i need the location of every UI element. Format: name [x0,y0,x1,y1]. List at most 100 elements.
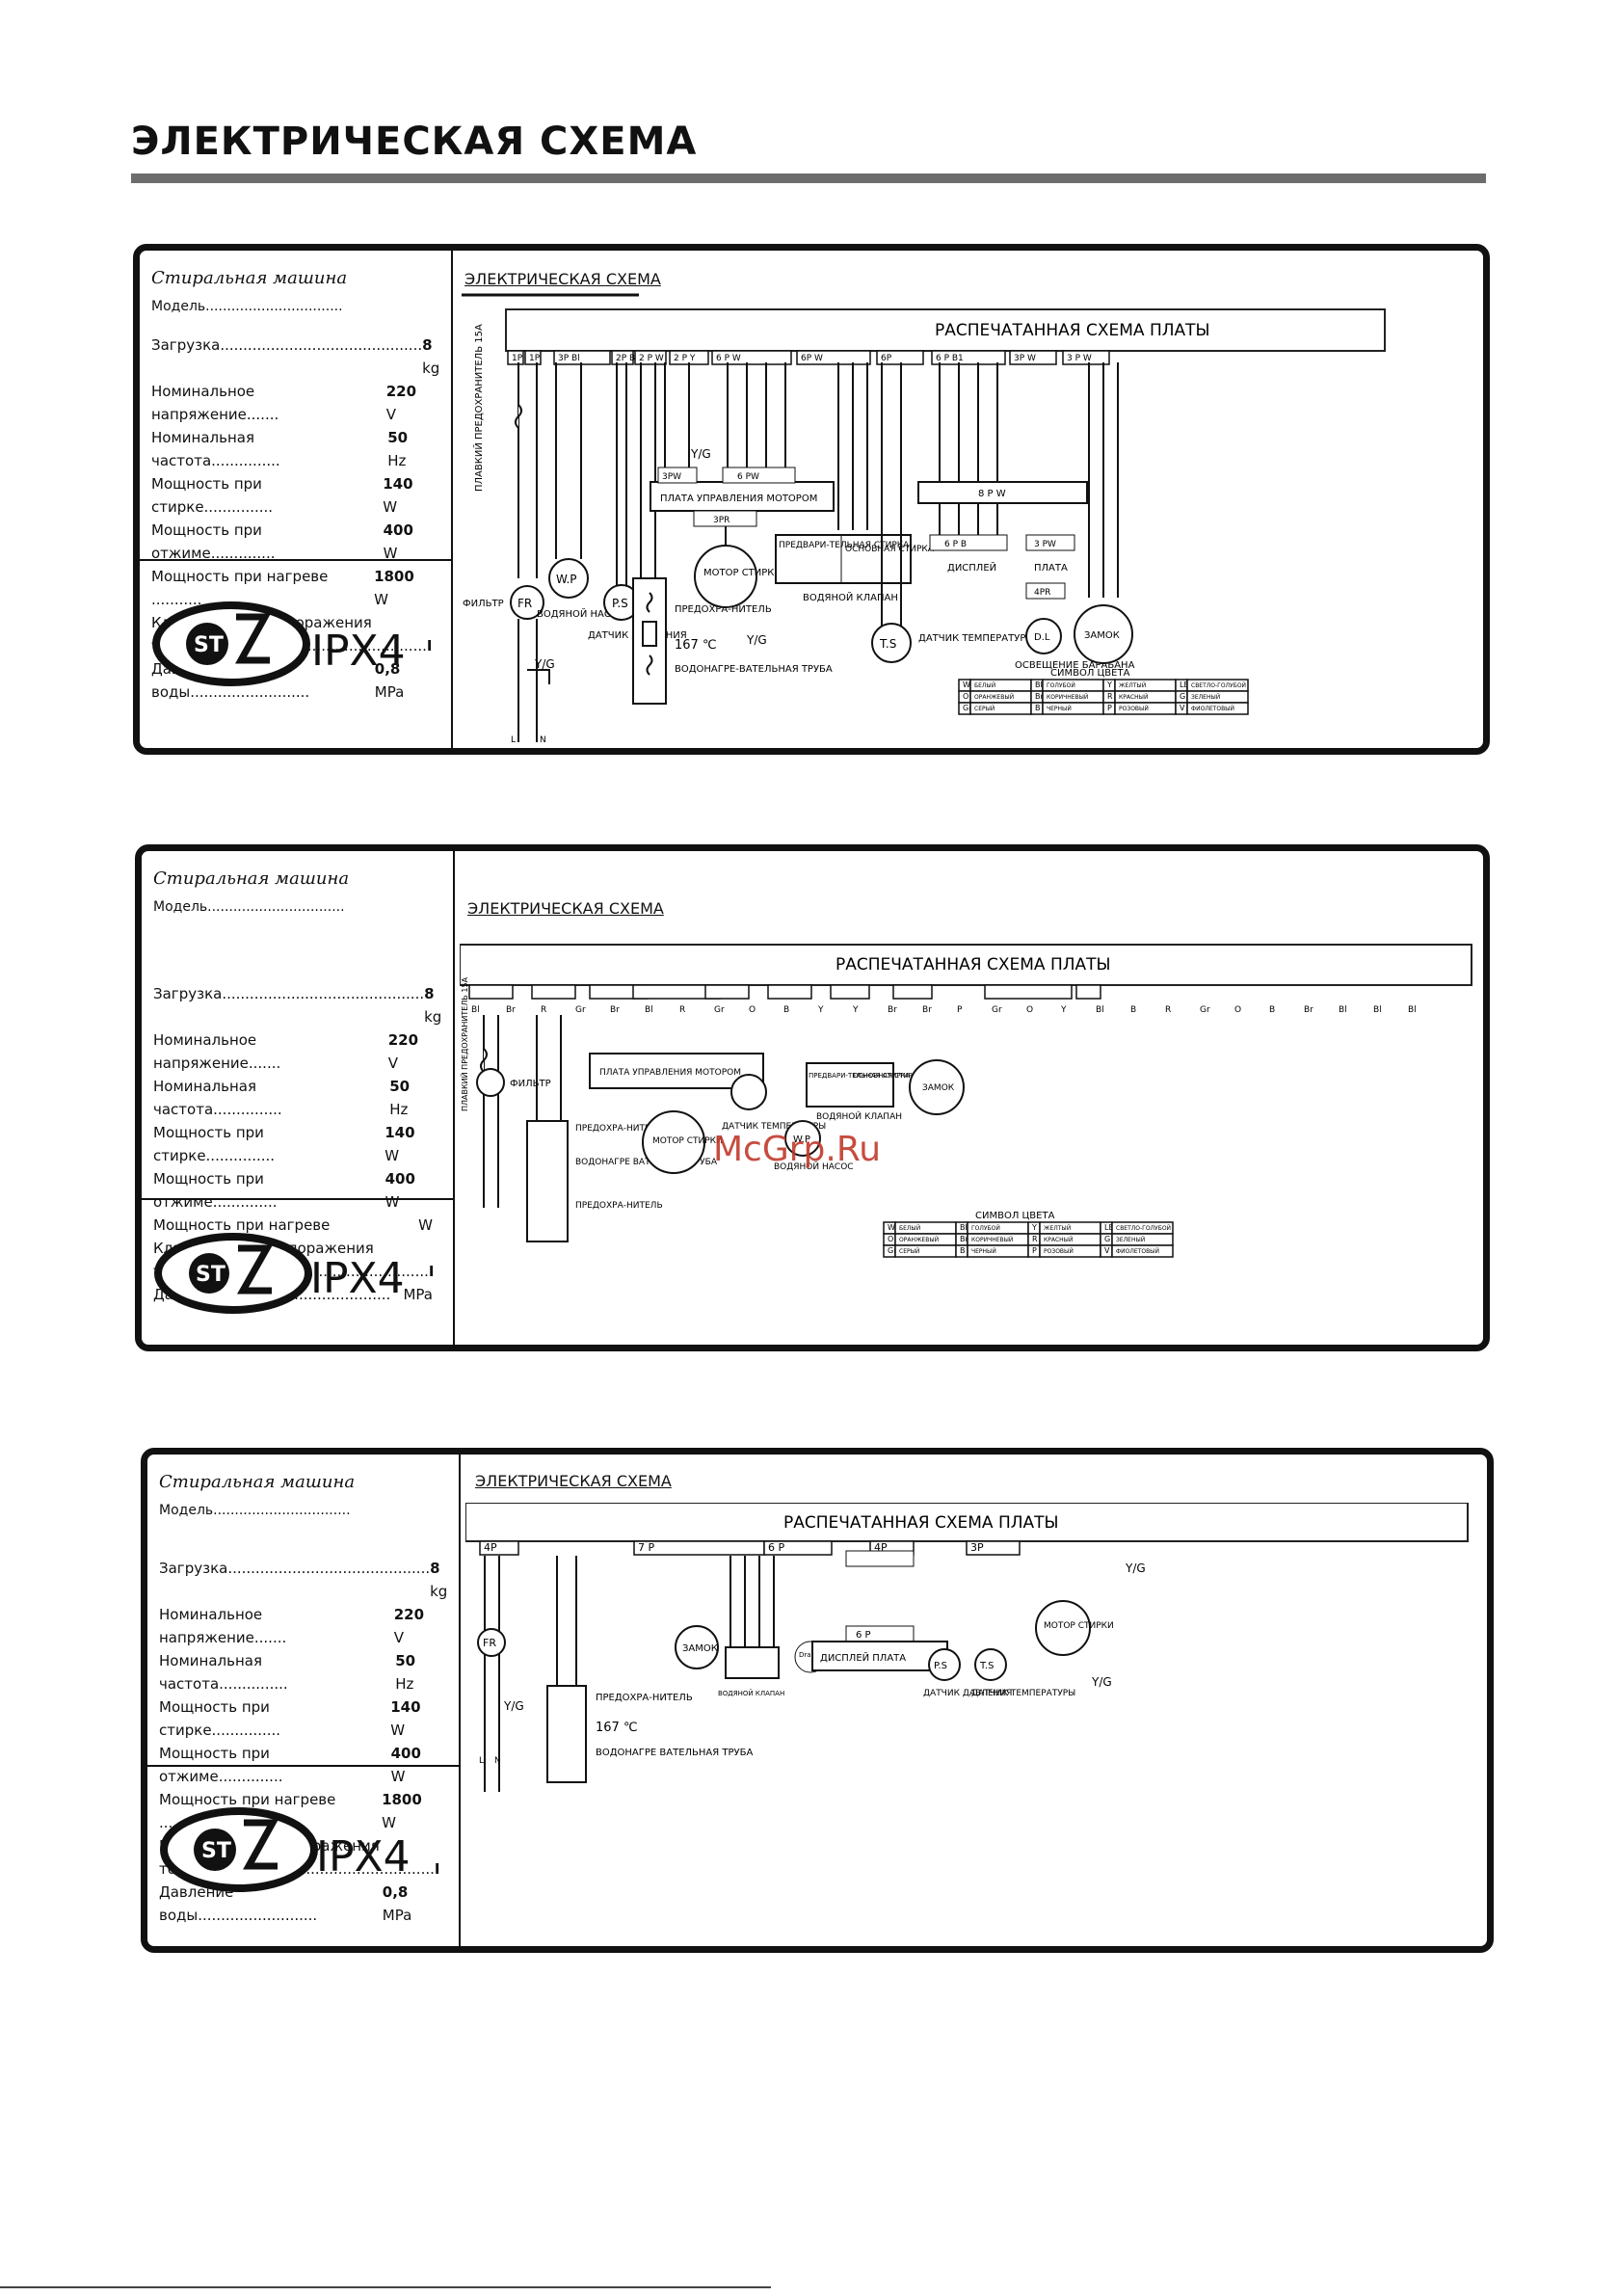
spec-label: Номинальное напряжение....... [153,1031,281,1072]
connector [479,1540,519,1556]
wire-label: Bl [1096,1005,1104,1015]
spec-label: Мощность при отжиме.............. [151,521,276,562]
connector [796,350,871,365]
heater-fuse-label: ПРЕДОХРА-НИТЕЛЬ [596,1693,693,1703]
board-label: РАСПЕЧАТАННАЯ СХЕМА ПЛАТЫ [783,1513,1059,1533]
valve-pre-label: ПРЕДВАРИ-ТЕЛЬНАЯ СТИРКА [809,1072,910,1080]
title-rule [131,174,1486,183]
heater-icon [632,577,667,705]
temperature-sensor-icon [871,623,912,663]
wire-label: Br [610,1005,620,1015]
spec-divider [142,1198,453,1200]
board-conn: 3 PW [1034,540,1056,549]
lock-icon [1074,604,1133,664]
yg-label: Y/G [503,1699,524,1713]
connector-label: Gr [963,704,972,712]
connector-label: 2 P W [639,354,664,363]
connector-label: 3P Bl [558,354,580,363]
legend-title: СИМВОЛ ЦВЕТА [1050,668,1130,679]
wire-label: R [541,1005,546,1015]
board-outline [465,1503,1469,1542]
heater-icon [526,1120,569,1242]
yg-motor: Y/G [690,447,711,461]
lock-icon [909,1059,965,1115]
connector [1062,350,1110,365]
connector-label: ФИОЛЕТОВЫЙ [1191,706,1234,712]
connector-label: Br [1035,692,1044,701]
valve-pre-label: ПРЕДВАРИ-ТЕЛЬНАЯ СТИРКА [779,541,910,550]
wire-label: Bl [1373,1005,1382,1015]
motor-board-conn-c: 3PR [713,516,729,525]
connector-label: Bl [1035,681,1043,689]
spec-label: Загрузка................................… [159,1560,431,1577]
st-logo-icon: ST IPX4 [154,1233,405,1314]
connector [1075,984,1101,1000]
spec-label: Номинальное напряжение....... [159,1606,287,1646]
connector-label: ЖЕЛТЫЙ [1119,682,1146,689]
spec-value: 220 V [385,383,417,423]
schema-label: ЭЛЕКТРИЧЕСКАЯ СХЕМА [475,1472,672,1490]
footer-rule [0,2286,771,2288]
connector-label: 2 P Y [674,354,696,363]
connector-label: O [963,692,968,701]
water-pump-icon [784,1120,821,1157]
schematic-panel-3: Стиральная машина Модель................… [141,1448,1494,1953]
connector-label: 3P [970,1541,984,1554]
water-valve [806,1062,894,1108]
board-outline [505,308,1386,352]
schema-label: ЭЛЕКТРИЧЕСКАЯ СХЕМА [467,899,664,918]
spec-value: 400 W [390,1745,421,1785]
yg-board: Y/G [1125,1562,1146,1575]
connector [507,350,524,365]
svg-text:ST: ST [196,1263,225,1287]
heater-fuse-label: ПРЕДОХРА-НИТЕЛЬ [675,604,772,615]
lock-label: ЗАМОК [922,1083,955,1093]
motor-label: МОТОР СТИРКИ [703,568,782,578]
spec-label: Номинальная частота............... [151,429,280,469]
wp-caption: ВОДЯНОЙ НАСОС [774,1161,854,1172]
spec-label: Мощность при нагреве ........... [151,568,329,608]
motor-board-label: ПЛАТА УПРАВЛЕНИЯ МОТОРОМ [599,1068,741,1078]
n-label: N [540,735,546,745]
connector-label: 6P [881,354,892,363]
wire-label: R [679,1005,685,1015]
yg-label: Y/G [534,657,555,671]
connector-label: Gr [888,1246,897,1255]
wire-label: Br [922,1005,932,1015]
spec-row: Загрузка................................… [151,334,439,380]
wire-label: Gr [1200,1005,1210,1015]
spec-label: Загрузка................................… [153,985,425,1002]
wire-label: Bl [645,1005,653,1015]
motor-board-label: ПЛАТА УПРАВЛЕНИЯ МОТОРОМ [660,494,817,504]
watermark: McGrp.Ru [713,1130,882,1169]
connector [931,350,1006,365]
fuse-label: ПЛАВКИЙ ПРЕДОХРАНИТЕЛЬ 15A [460,976,469,1111]
pressure-sensor-icon [928,1648,961,1681]
dl-label: D.L [1034,632,1050,643]
wp-caption: ВОДЯНОЙ НАСОС [537,607,625,620]
filter-icon [477,1628,506,1657]
spec-value: 8 kg [430,1560,448,1600]
wire-label: Br [888,1005,897,1015]
connector-label: Bl [960,1223,968,1232]
wire-label: Gr [714,1005,725,1015]
connector [767,984,812,1000]
wp-label: W.P [793,1135,810,1145]
connector-label: 2P Bl [616,354,638,363]
temperature-sensor-icon [730,1074,767,1110]
connector-label: КОРИЧНЕВЫЙ [971,1237,1013,1243]
connector-label: СЕРЫЙ [974,706,995,712]
connector-label: ЧЕРНЫЙ [971,1248,996,1255]
heater-fuse-label: ПРЕДОХРА-НИТЕЛЬ [575,1124,663,1134]
connector-label: Y [1106,681,1112,689]
spec-label: Номинальная частота............... [159,1652,288,1693]
wire-label: Gr [992,1005,1002,1015]
schematic-panel-2: Стиральная машина Модель................… [135,844,1490,1351]
spec-value: 220 V [393,1606,425,1646]
spec-value: 1800 W [382,1791,422,1831]
connector-label: G [1180,692,1185,701]
spec-value: 8 kg [422,336,440,377]
spec-model: Модель................................ [153,899,345,915]
connector-label: СВЕТЛО-ГОЛУБОЙ [1191,682,1246,689]
spec-model: Модель................................ [151,299,343,314]
